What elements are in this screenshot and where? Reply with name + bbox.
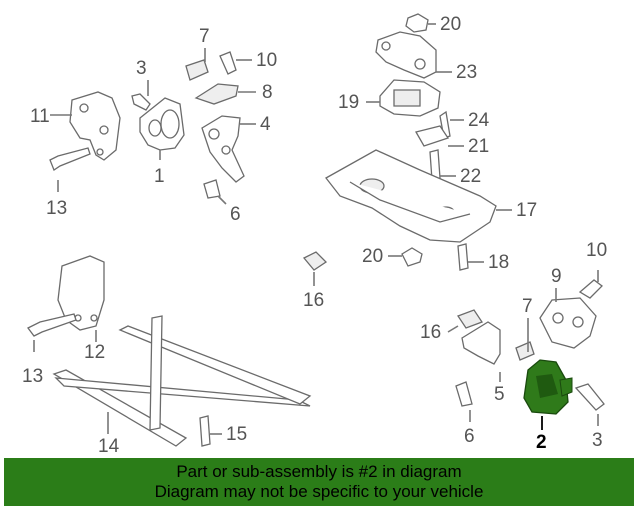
callout-1: 1 [154,166,165,187]
callout-7-bottom: 7 [522,296,533,317]
callout-3-top: 3 [136,58,147,79]
callout-8: 8 [262,82,273,103]
part-3-bolt-top[interactable] [131,93,151,111]
part-13-bolt-bottom[interactable] [27,313,77,337]
callout-10-bottom: 10 [586,240,607,261]
callout-5: 5 [494,384,505,405]
callout-9: 9 [551,266,562,287]
callout-16-bottom: 16 [420,322,441,343]
callout-13-bottom: 13 [22,366,43,387]
banner-line-1: Part or sub-assembly is #2 in diagram [176,462,462,481]
callout-6-bottom: 6 [464,426,475,447]
part-7-pad-bottom[interactable] [515,341,535,361]
callout-23: 23 [456,62,477,83]
callout-17: 17 [516,200,537,221]
callout-18: 18 [488,252,509,273]
callout-13-top: 13 [46,198,67,219]
part-18-bolt[interactable] [457,243,469,271]
part-21-plate[interactable] [415,125,450,147]
part-10-bolt-bottom[interactable] [578,279,603,299]
part-14-crossbar-d[interactable] [149,315,163,431]
part-16-cap-bottom[interactable] [457,309,483,329]
callout-16-top: 16 [303,290,324,311]
callout-2-highlighted: 2 [536,432,547,453]
parts-diagram: 11 3 1 7 10 8 4 6 13 20 23 19 24 21 22 1… [22,13,607,456]
callout-15: 15 [226,424,247,445]
part-12-bracket[interactable] [57,255,105,331]
part-23-bracket[interactable] [375,31,437,79]
part-15-bolt[interactable] [199,415,211,447]
callout-24: 24 [468,110,490,131]
callout-11: 11 [30,106,50,127]
callout-14: 14 [98,436,120,456]
banner-line-2: Diagram may not be specific to your vehi… [154,482,484,501]
part-16-cap-top[interactable] [302,251,328,271]
part-14-crossbar-c[interactable] [118,325,312,405]
callout-10-top: 10 [256,50,277,71]
part-3-bolt-bottom[interactable] [574,383,605,411]
part-9-plate[interactable] [539,297,597,349]
part-5-bracket[interactable] [461,321,501,365]
callout-22: 22 [460,166,481,187]
callout-7-top: 7 [199,26,210,47]
part-11-bracket[interactable] [69,91,121,161]
part-20-nut-top[interactable] [405,13,429,33]
callout-12: 12 [84,342,105,363]
part-10-bolt-top[interactable] [219,51,237,75]
part-8-shield[interactable] [194,83,239,105]
callout-19: 19 [338,92,359,113]
callout-4: 4 [260,114,271,135]
part-17-crossmember[interactable] [325,149,497,243]
callout-21: 21 [468,136,489,157]
part-7-pad-top[interactable] [185,59,209,81]
callout-6-top: 6 [230,204,241,225]
part-20-nut-mid[interactable] [401,247,423,267]
callout-20-top: 20 [440,14,461,35]
part-6-bolt-top[interactable] [203,179,221,199]
callout-3-bottom: 3 [592,430,603,451]
part-13-bolt-top[interactable] [49,147,91,171]
part-14-crossbar-b[interactable] [54,377,311,407]
info-banner: Part or sub-assembly is #2 in diagram Di… [4,458,634,506]
callout-20-mid: 20 [362,246,383,267]
part-6-bolt-bottom[interactable] [455,381,473,407]
